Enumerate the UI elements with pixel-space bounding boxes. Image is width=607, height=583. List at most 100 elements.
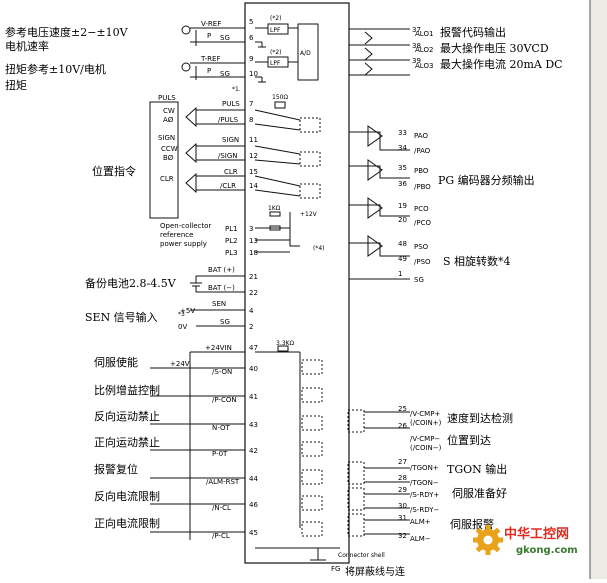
fwd-current-label: 正向电流限制 — [94, 516, 160, 530]
nclr-sig: /CLR — [220, 182, 236, 190]
lpf-2-label: LPF — [270, 60, 281, 67]
pin-32: 32 — [398, 532, 407, 540]
tgon-output-label: TGON 输出 — [447, 462, 507, 476]
pin-34: 34 — [398, 144, 407, 152]
sg1-label: SG — [220, 34, 230, 42]
pin-43: 43 — [249, 421, 258, 429]
pso-label: PSO — [414, 243, 429, 251]
pin-46: 46 — [249, 501, 258, 509]
batp-label: BAT (+) — [208, 266, 235, 274]
pin-48: 48 — [398, 240, 407, 248]
alo2-label: ALO2 — [415, 46, 433, 54]
pin-41: 41 — [249, 393, 258, 401]
aphi-label: AØ — [163, 116, 174, 124]
pin-19: 19 — [398, 202, 407, 210]
pin-38: 38 — [412, 42, 421, 50]
digital-input-wiring — [150, 345, 340, 564]
npuls-sig: /PULS — [218, 116, 239, 124]
sg3-label: SG — [220, 318, 230, 326]
pin-5: 5 — [249, 18, 253, 26]
v24-label: +24V — [170, 360, 190, 368]
bphi-label: BØ — [163, 154, 174, 162]
pin-33: 33 — [398, 129, 407, 137]
gear-icon — [473, 525, 503, 555]
pin-40: 40 — [249, 365, 258, 373]
r150-label: 150Ω — [272, 94, 288, 101]
not-label: N-OT — [212, 424, 230, 432]
brand-cn: 中华工控网 — [504, 526, 569, 542]
ncl-label: /N-CL — [212, 504, 231, 512]
note2-label: (*2) — [270, 15, 282, 22]
pin-39: 39 — [412, 57, 421, 65]
pbo-label: PBO — [414, 167, 429, 175]
pin-14: 14 — [249, 182, 258, 190]
max-current-label: 最大操作电流 20mA DC — [440, 57, 563, 71]
connector-shell-label: Connector shell — [338, 552, 385, 559]
pin-20: 20 — [398, 216, 407, 224]
pos-reach-label: 位置到达 — [447, 433, 491, 447]
npco-label: /PCO — [414, 219, 431, 227]
oc-label-1: Open-collector — [160, 222, 211, 230]
servo-pack-box — [244, 2, 350, 564]
pulse-wiring — [149, 101, 321, 253]
note4-label: (*4) — [313, 245, 325, 252]
pin-22: 22 — [249, 289, 258, 297]
s-phase-label: S 相旋转数*4 — [443, 254, 511, 268]
r1k-label: 1KΩ — [268, 205, 281, 212]
lpf-1-label: LPF — [270, 27, 281, 34]
v12-label: +12V — [300, 211, 318, 218]
pl2-label: PL2 — [225, 237, 238, 245]
pin-36: 36 — [398, 180, 407, 188]
ccw-label: CCW — [161, 145, 178, 153]
pot-label: P-0T — [212, 450, 228, 458]
pin-37: 37 — [412, 26, 421, 34]
pl3-label: PL3 — [225, 249, 238, 257]
pin-29: 29 — [398, 486, 407, 494]
oc-label-3: power supply — [160, 240, 207, 248]
tref-label: T-REF — [200, 55, 220, 63]
note2-label: (*2) — [270, 49, 282, 56]
cw-label: CW — [163, 107, 175, 115]
rev-inhibit-label: 反向运动禁止 — [94, 409, 160, 423]
pl1-label: PL1 — [225, 225, 238, 233]
vcmp-p-label: /V-CMP+ — [410, 410, 440, 418]
oc-label-2: reference — [160, 231, 193, 239]
p-label: P — [207, 67, 211, 75]
pin-7: 7 — [249, 100, 253, 108]
battery-label: 备份电池2.8-4.5V — [85, 276, 177, 290]
clr-sig: CLR — [224, 168, 238, 176]
pin-42: 42 — [249, 447, 258, 455]
pin-13: 13 — [249, 237, 258, 245]
scan-edge — [590, 0, 607, 579]
servo-ready-label: 伺服准备好 — [452, 486, 507, 500]
tgon-p-label: /TGON+ — [410, 464, 439, 472]
pin-45: 45 — [249, 529, 258, 537]
pin-35: 35 — [398, 164, 407, 172]
clr-label: CLR — [160, 175, 174, 183]
son-label: /S-ON — [212, 368, 232, 376]
sen-note: *3 — [178, 311, 185, 318]
pin-25: 25 — [398, 405, 407, 413]
almrst-label: /ALM-RST — [206, 478, 240, 486]
p-label: P — [207, 32, 211, 40]
npso-label: /PSO — [414, 258, 431, 266]
srdy-n-label: /S-RDY− — [410, 506, 439, 514]
v0-label: 0V — [178, 323, 187, 331]
pin-49: 49 — [398, 255, 407, 263]
p-control-label: 比例增益控制 — [94, 383, 160, 397]
sign-label: SIGN — [158, 134, 175, 142]
npbo-label: /PBO — [414, 183, 431, 191]
batn-label: BAT (−) — [208, 284, 235, 292]
pin-2: 2 — [249, 323, 253, 331]
pin-12: 12 — [249, 152, 258, 160]
pin-31: 31 — [398, 514, 407, 522]
pcon-label: /P-CON — [212, 396, 237, 404]
pin-6: 6 — [249, 34, 254, 42]
pao-label: PAO — [414, 132, 428, 140]
ref-speed-label: 参考电压速度±2−±10V — [5, 25, 129, 39]
coin-p-label: (/COIN+) — [410, 419, 442, 427]
nsign-sig: /SIGN — [218, 152, 238, 160]
pin-18: 18 — [249, 249, 258, 257]
alm-n-label: ALM− — [410, 535, 431, 543]
output-wiring — [347, 28, 410, 537]
